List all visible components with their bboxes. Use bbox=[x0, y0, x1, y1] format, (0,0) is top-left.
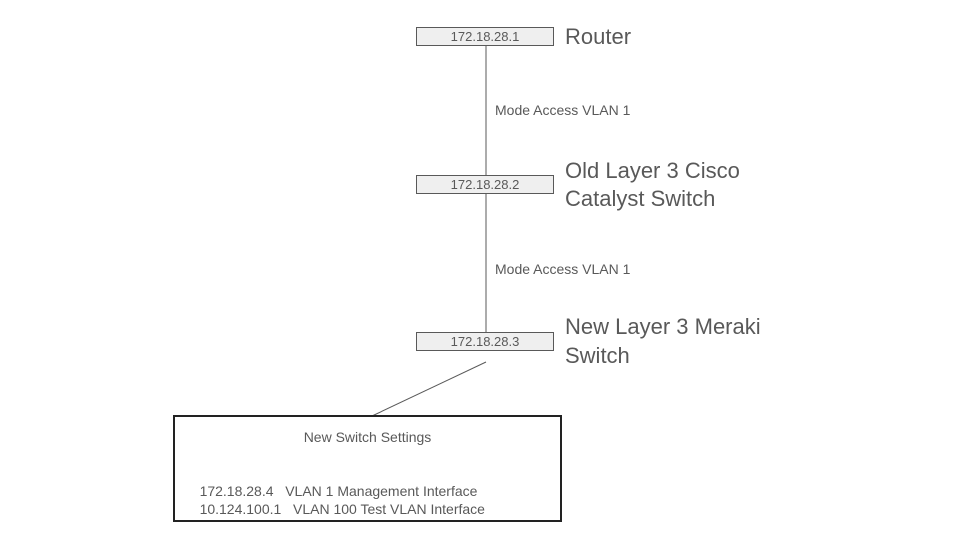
settings-row: 10.124.100.1 VLAN 100 Test VLAN Interfac… bbox=[184, 485, 485, 533]
old-switch-label-line2: Catalyst Switch bbox=[565, 186, 716, 211]
link-label-1: Mode Access VLAN 1 bbox=[495, 102, 631, 118]
settings-row-ip: 172.18.28.4 bbox=[199, 483, 274, 499]
settings-row-description: VLAN 100 Test VLAN Interface bbox=[292, 501, 485, 517]
new-switch-ip-box[interactable]: 172.18.28.3 bbox=[416, 332, 554, 351]
link-label-2: Mode Access VLAN 1 bbox=[495, 261, 631, 277]
router-ip-box[interactable]: 172.18.28.1 bbox=[416, 27, 554, 46]
new-switch-settings-box[interactable]: New Switch Settings 172.18.28.4 VLAN 1 M… bbox=[173, 415, 562, 522]
settings-row-ip: 10.124.100.1 bbox=[199, 501, 282, 517]
old-switch-label-line1: Old Layer 3 Cisco bbox=[565, 158, 740, 183]
link-new-switch-to-settings bbox=[371, 361, 487, 417]
new-switch-label-line2: Switch bbox=[565, 343, 630, 368]
old-switch-ip-box[interactable]: 172.18.28.2 bbox=[416, 175, 554, 194]
settings-row-description: VLAN 1 Management Interface bbox=[285, 483, 478, 499]
settings-row: 172.18.28.4 VLAN 1 Management Interface bbox=[184, 467, 478, 515]
router-label: Router bbox=[565, 24, 632, 49]
settings-title: New Switch Settings bbox=[303, 429, 432, 445]
new-switch-label-line1: New Layer 3 Meraki bbox=[565, 314, 761, 339]
